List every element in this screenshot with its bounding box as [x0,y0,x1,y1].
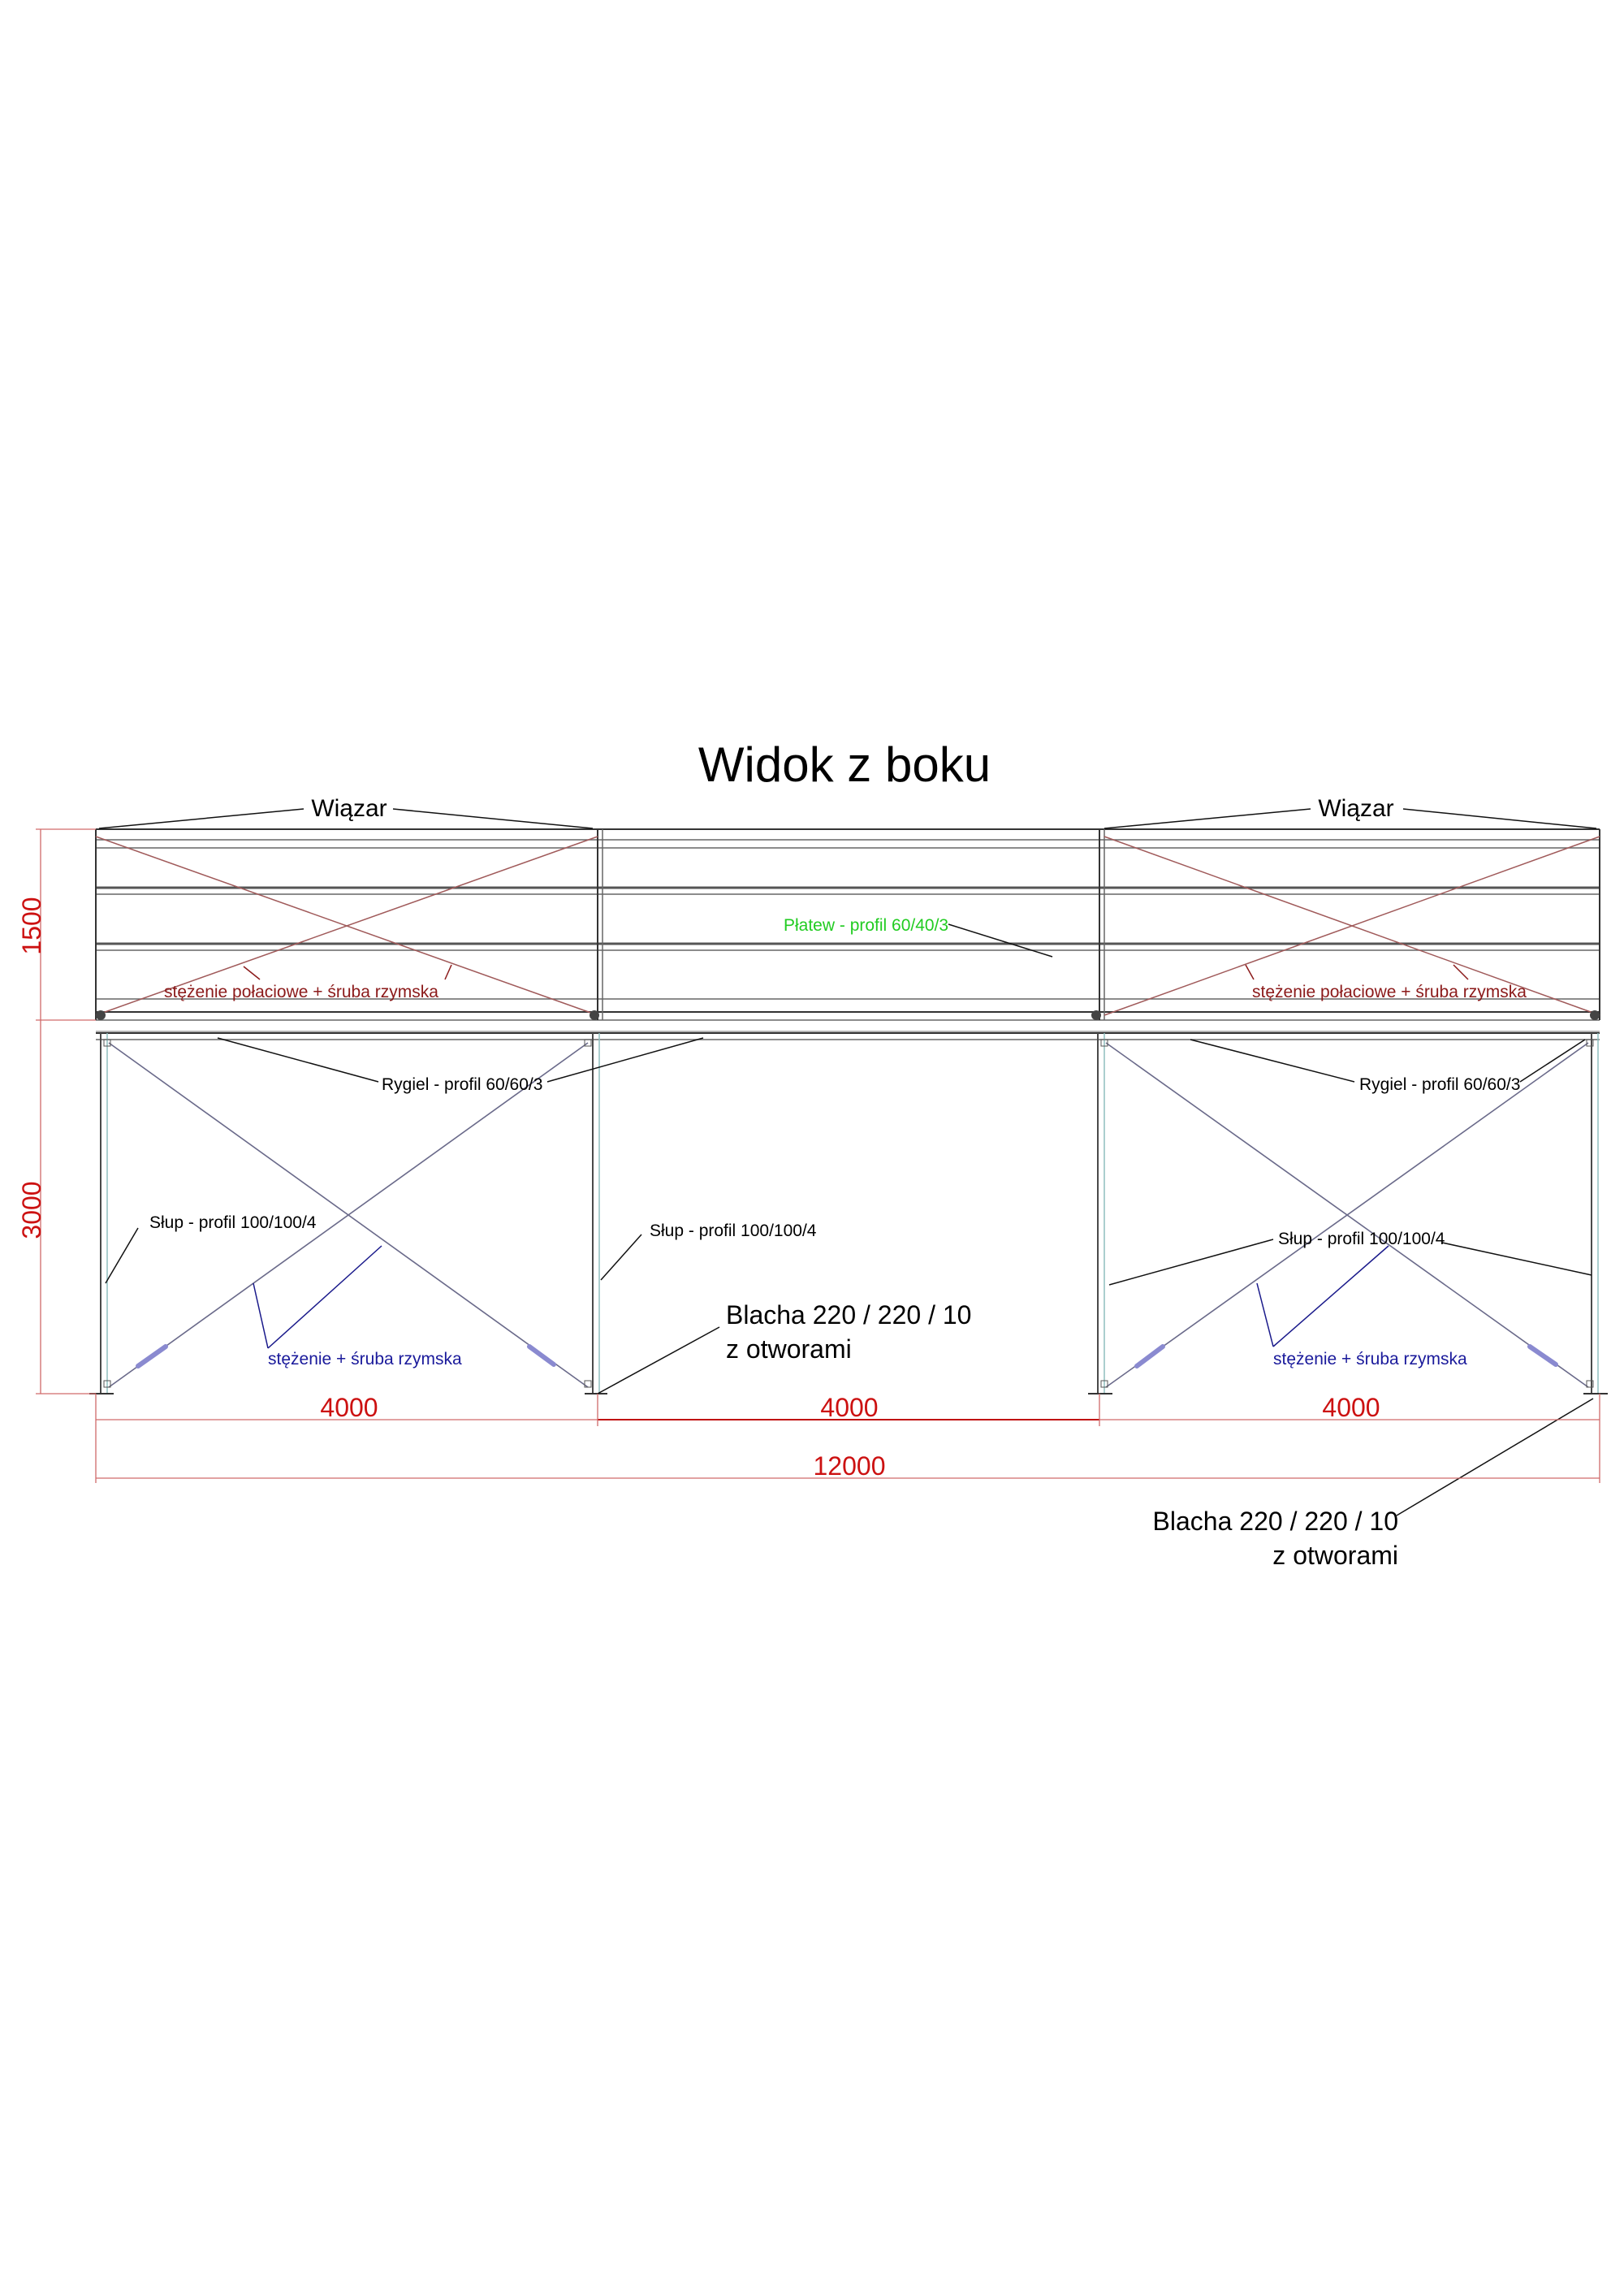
plate-label-middle-line1: Blacha 220 / 220 / 10 [726,1300,971,1330]
column-label-left: Słup - profil 100/100/4 [149,1213,317,1232]
column-label-right: Słup - profil 100/100/4 [1278,1230,1445,1248]
dim-bay-1: 4000 [320,1393,378,1422]
column-label-middle: Słup - profil 100/100/4 [650,1222,817,1240]
dimension-lines [36,828,1600,1483]
drawing-title: Widok z boku [698,737,991,792]
dim-bay-3: 4000 [1322,1393,1380,1422]
plate-label-bottom-line2: z otworami [1272,1541,1398,1570]
roof-brace-label-left: stężenie połaciowe + śruba rzymska [164,983,438,1001]
purlin-label: Płatew - profil 60/40/3 [784,916,948,935]
truss-label-right: Wiązar [1318,795,1393,822]
text-labels: Wiązar Wiązar Płatew - profil 60/40/3 st… [17,795,1527,1570]
dim-height-roof: 1500 [17,897,46,954]
dim-bay-2: 4000 [820,1393,878,1422]
plate-label-middle-line2: z otworami [726,1334,852,1364]
dim-total: 12000 [814,1451,886,1481]
wall-brace-label-right: stężenie + śruba rzymska [1273,1350,1467,1369]
truss-label-left: Wiązar [311,795,387,822]
wall-brace-label-left: stężenie + śruba rzymska [268,1350,462,1369]
plate-label-bottom-line1: Blacha 220 / 220 / 10 [1153,1507,1398,1536]
wall-zone [89,1032,1608,1394]
roof-brace-label-right: stężenie połaciowe + śruba rzymska [1252,983,1527,1001]
rail-label-right: Rygiel - profil 60/60/3 [1359,1075,1520,1094]
leader-lines [98,808,1597,1516]
dim-height-wall: 3000 [17,1181,46,1239]
rail-label-left: Rygiel - profil 60/60/3 [382,1075,542,1094]
roof-zone [95,828,1600,1032]
